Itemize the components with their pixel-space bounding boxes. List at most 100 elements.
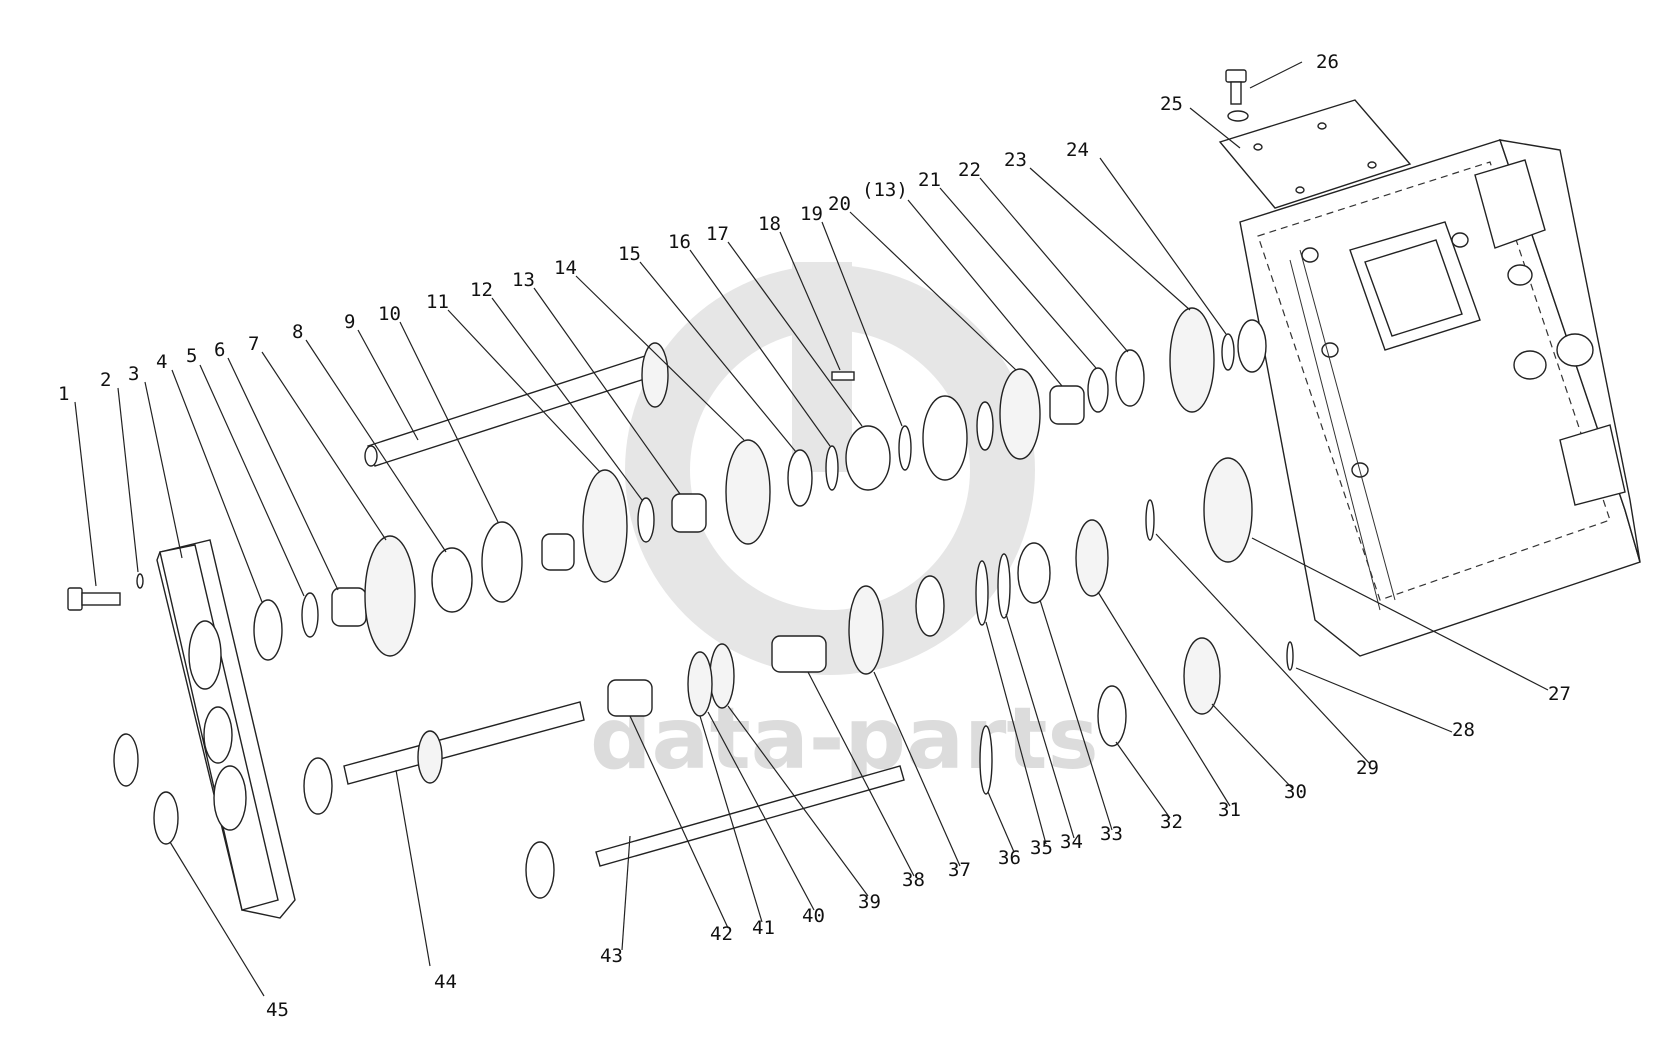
top-cover-hole-2 — [1317, 122, 1327, 130]
callout-26: 26 — [1316, 51, 1339, 73]
leader-7 — [261, 351, 387, 541]
callout-38: 38 — [902, 869, 925, 891]
callout-37: 37 — [948, 859, 971, 881]
top-cover-plate — [1218, 99, 1412, 209]
pin-28 — [1286, 641, 1294, 671]
callout-28: 28 — [1452, 719, 1475, 741]
callout-6: 6 — [214, 339, 225, 361]
bearing-23 — [1115, 349, 1145, 407]
key-18 — [831, 371, 855, 381]
callout-12: 12 — [470, 279, 493, 301]
callout-27: 27 — [1548, 683, 1571, 705]
gear-11 — [582, 469, 628, 583]
bearing-8 — [431, 547, 473, 613]
ring-35 — [975, 560, 989, 626]
housing-mount-hole-4 — [1451, 232, 1469, 248]
callout-22: 22 — [958, 159, 981, 181]
leader-3 — [144, 381, 183, 559]
callout-3: 3 — [128, 363, 139, 385]
leader-25 — [1189, 107, 1241, 149]
ring-20 — [898, 425, 912, 471]
housing-outline — [1239, 139, 1641, 657]
callout-32: 32 — [1160, 811, 1183, 833]
cover-bolt-shank — [1230, 81, 1242, 105]
ring-12 — [637, 497, 655, 543]
leader-26 — [1249, 61, 1303, 89]
bearing-44 — [303, 757, 333, 815]
callout-13: 13 — [512, 269, 535, 291]
callout-5: 5 — [186, 345, 197, 367]
bearing-35 — [915, 575, 945, 637]
watermark-text: data-parts — [590, 689, 1099, 789]
gear-30 — [1183, 637, 1221, 715]
leader-13 — [533, 287, 681, 495]
callout-33: 33 — [1100, 823, 1123, 845]
housing-mount-hole-2 — [1321, 342, 1339, 358]
ring-22 — [976, 401, 994, 451]
leader-6 — [227, 357, 339, 591]
callout-1: 1 — [58, 383, 69, 405]
leader-41 — [699, 715, 763, 923]
housing-hidden-edge — [1257, 161, 1611, 601]
housing-mount-hole-6 — [1513, 350, 1547, 380]
leader-43 — [621, 835, 631, 951]
shaft-44-gear — [417, 730, 443, 784]
leader-27 — [1251, 537, 1549, 691]
callout-14: 14 — [554, 257, 577, 279]
callout-16: 16 — [668, 231, 691, 253]
leader-39 — [727, 705, 869, 897]
callout-11: 11 — [426, 291, 449, 313]
callout-42: 42 — [710, 923, 733, 945]
leader-20 — [849, 211, 1017, 371]
top-cover-hole-4 — [1295, 186, 1305, 194]
leader-31 — [1097, 591, 1231, 807]
ring-34 — [997, 553, 1011, 619]
leader-42 — [629, 715, 729, 929]
gear-37 — [848, 585, 884, 675]
leader-16 — [689, 249, 831, 447]
ring-24 — [1221, 333, 1235, 371]
callout-21: 21 — [918, 169, 941, 191]
callout-45: 45 — [266, 999, 289, 1021]
callout-36: 36 — [998, 847, 1021, 869]
callout-10: 10 — [378, 303, 401, 325]
leader-12 — [491, 297, 643, 501]
top-cover-hole-3 — [1367, 161, 1377, 169]
callout-29: 29 — [1356, 757, 1379, 779]
bearing-43 — [525, 841, 555, 899]
callout-39: 39 — [858, 891, 881, 913]
spacer-38 — [771, 635, 827, 673]
leader-24 — [1099, 157, 1227, 335]
callout-24: 24 — [1066, 139, 1089, 161]
callout-44: 44 — [434, 971, 457, 993]
leader-34 — [1005, 613, 1075, 839]
gear-31 — [1075, 519, 1109, 597]
leader-45 — [169, 841, 265, 997]
collar-10 — [481, 521, 523, 603]
leader-4 — [171, 369, 263, 603]
end-cover-bore-3 — [213, 765, 247, 831]
callout-15: 15 — [618, 243, 641, 265]
callout-25: 25 — [1160, 93, 1183, 115]
housing-mount-hole-7 — [1556, 333, 1594, 367]
leader-1 — [74, 401, 97, 587]
housing-boss-upper — [1474, 159, 1546, 249]
gear-40 — [687, 651, 713, 717]
leader-5 — [199, 364, 305, 597]
callout-41: 41 — [752, 917, 775, 939]
gearbox-housing — [1239, 139, 1641, 657]
ring-17 — [825, 445, 839, 491]
leader-37 — [873, 671, 961, 867]
seal-45-lower — [153, 791, 179, 845]
leader-32 — [1115, 741, 1171, 819]
bevel-gear-24 — [1169, 307, 1215, 413]
end-cover-bore-2 — [203, 706, 233, 764]
leader-9 — [357, 329, 419, 441]
leader-44 — [395, 769, 431, 967]
watermark-logo-stem — [792, 262, 852, 472]
leader-11 — [447, 309, 601, 473]
ring-36 — [979, 725, 993, 795]
leader-23 — [1029, 167, 1191, 311]
